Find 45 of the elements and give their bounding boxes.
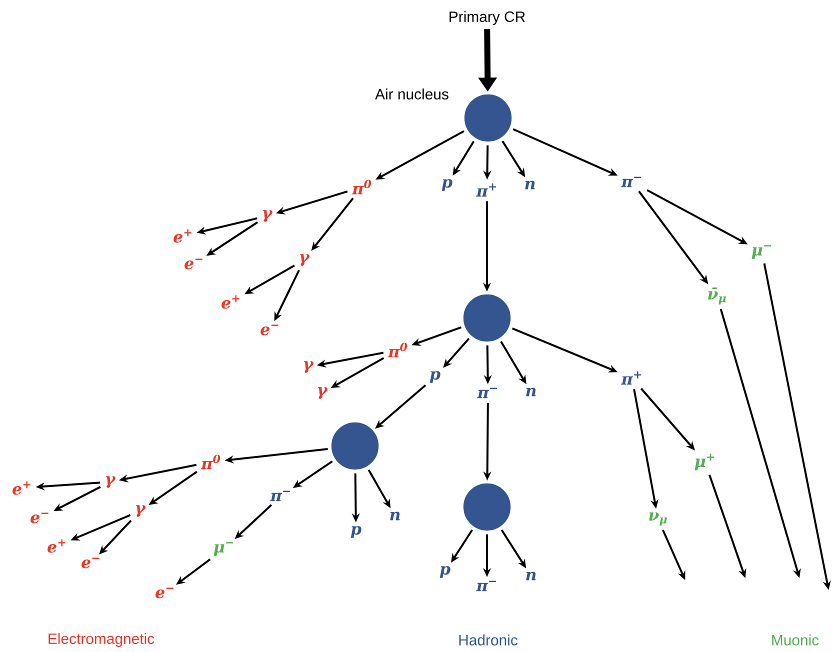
particle-label: μ$^{−}$ — [752, 245, 772, 259]
title-text: Primary CR — [450, 11, 525, 25]
particle-label: p — [350, 526, 362, 538]
particle-label: ν$_{μ}$ — [649, 512, 667, 526]
node-caption: Air nucleus — [375, 88, 448, 100]
particle-label: p — [430, 371, 440, 383]
particle-label: e$^{+}$ — [222, 295, 240, 309]
particle-label: e$^{−}$ — [30, 512, 48, 524]
particle-label: p — [440, 566, 450, 578]
particle-label: n — [526, 572, 536, 580]
particle-label: n — [526, 388, 536, 396]
particle-label: π$^{−}$ — [476, 580, 496, 592]
particle-label: γ — [263, 210, 272, 222]
particle-label: n — [390, 512, 400, 520]
particle-label: π$^{0}$ — [352, 180, 372, 194]
particle-label: π$^{−}$ — [621, 176, 642, 188]
particle-label: p — [442, 179, 452, 191]
category-label: Muonic — [772, 634, 819, 646]
particle-label: γ — [136, 505, 146, 517]
particle-label: γ — [318, 387, 328, 399]
category-label: Electromagnetic — [48, 633, 154, 647]
particle-label: e$^{−}$ — [156, 588, 174, 598]
nucleus-circle — [462, 482, 512, 532]
particle-label: ν̄$_{μ}$ — [708, 288, 726, 304]
particle-label: e$^{−}$ — [260, 324, 278, 336]
particle-label: π$^{−}$ — [477, 388, 498, 398]
particle-label: e$^{−}$ — [184, 258, 202, 270]
particle-label: γ — [106, 476, 116, 488]
particle-label: μ$^{−}$ — [214, 542, 234, 556]
nucleus-circle — [330, 422, 380, 470]
particle-label: e$^{+}$ — [48, 539, 66, 553]
particle-label: e$^{+}$ — [174, 229, 192, 243]
particle-label: γ — [300, 254, 310, 266]
particle-label: π$^{0}$ — [200, 454, 220, 470]
particle-label: e$^{−}$ — [82, 558, 100, 568]
nucleus-circle — [462, 294, 512, 342]
particle-label: e$^{+}$ — [12, 481, 30, 495]
particle-label: π$^{−}$ — [270, 490, 290, 502]
particle-label: n — [525, 180, 535, 190]
particle-label: π$^{0}$ — [388, 342, 408, 358]
particle-label: π$^{+}$ — [621, 371, 642, 385]
particle-label: π$^{+}$ — [476, 183, 496, 197]
particle-label: γ — [304, 361, 314, 373]
particle-label: μ$^{+}$ — [694, 454, 714, 470]
category-label: Hadronic — [459, 634, 518, 646]
